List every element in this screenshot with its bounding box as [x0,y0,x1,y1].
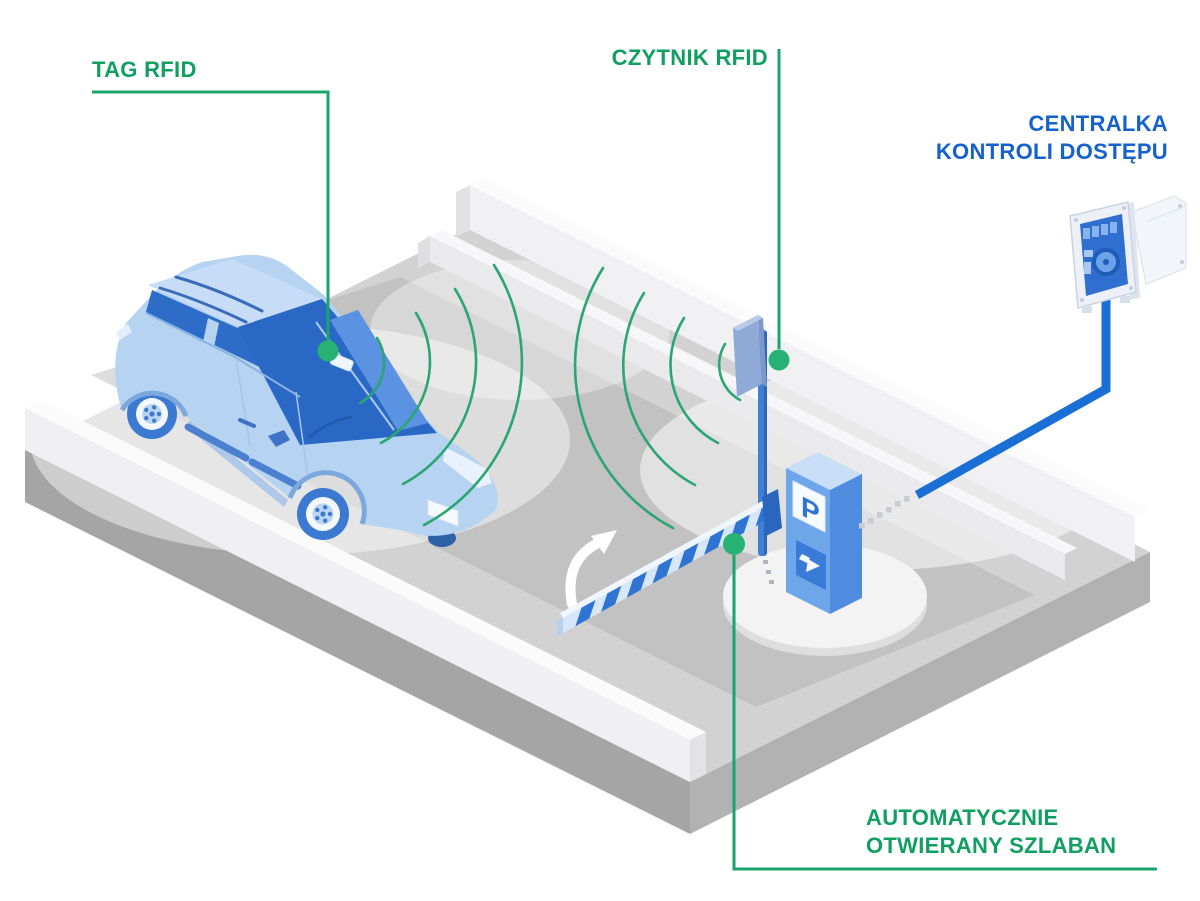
reader-waves [573,266,742,530]
door-seam [235,357,251,447]
wheel-front [297,488,349,540]
reader-connector-dot [768,349,790,371]
roof-rail [158,286,248,324]
barrier-bracket [762,489,782,536]
barrier-arm [557,489,782,636]
wave-arc [358,336,386,405]
car [115,254,498,547]
controller-door [1131,195,1187,285]
callout-connectors [92,49,1157,871]
control-cable [914,294,1111,499]
wave-arc [573,266,675,530]
wave-arc [621,291,697,487]
side-mirror [268,430,290,447]
windshield-highlight [330,310,428,431]
pole-base-dots [763,560,774,584]
rear-lamp [116,324,132,340]
parking-terminal: P [786,452,862,614]
parking-sign [792,480,826,533]
label-szlaban-line1: AUTOMATYCZNIE [866,805,1059,830]
beltline-trim [145,312,301,398]
tag-connector-dot [317,340,339,362]
controller-feet [1082,296,1130,313]
label-centralka-line1: CENTRALKA [1028,111,1168,136]
wave-arc [669,316,720,445]
barrier-tip-cap [557,618,563,636]
callout-dots [317,340,790,555]
wheel-arch [287,470,367,525]
curb-wall-far-ledge [418,230,1077,580]
wave-arc [401,287,478,486]
terminal-top [786,452,862,490]
lift-arrow-icon [565,530,617,609]
screws [1074,204,1184,302]
access-controller-box [1069,195,1187,313]
label-centralka: CENTRALKA KONTROLI DOSTĘPU [936,110,1168,166]
wheel-rear [127,389,177,439]
terminal-right [830,474,862,614]
reader-antenna-panel [733,315,767,397]
parking-sign-letter: P [801,490,820,530]
car-roof [148,259,322,327]
tag-waves [358,263,524,527]
slab-left-face [25,450,690,834]
cable-dots [859,496,910,529]
slab-right-face [690,552,1150,834]
label-czytnik-rfid: CZYTNIK RFID [611,45,768,70]
barrier-connector-line [732,555,1157,871]
barrier-top-edge [560,499,769,618]
side-molding [248,458,302,490]
din-terminals [1083,222,1117,239]
side-molding [184,423,250,462]
wheel-arch [119,390,189,417]
wiper [307,416,353,439]
label-centralka-line2: KONTROLI DOSTĘPU [935,139,1168,164]
barrier-connector-dot [723,533,745,555]
wave-arc [717,342,742,402]
door-seam [295,391,309,479]
wave-arc [422,263,524,527]
label-szlaban: AUTOMATYCZNIE OTWIERANY SZLABAN [866,804,1116,860]
door-handle [238,418,256,428]
curb-wall-near [25,400,706,782]
car-b-pillar [203,318,219,347]
wave-arc [379,311,432,445]
tag-connector-line [92,90,330,341]
roof-rail [174,275,264,313]
label-tag-rfid: TAG RFID [92,57,197,82]
label-szlaban-line2: OTWIERANY SZLABAN [866,833,1117,858]
slot-arrow-icon [799,554,820,572]
